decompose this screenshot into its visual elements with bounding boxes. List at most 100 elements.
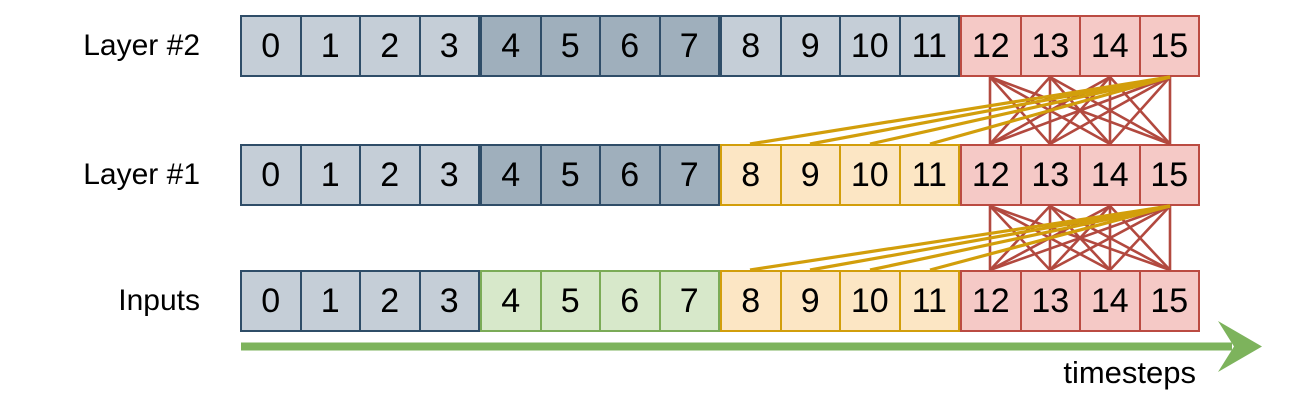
row-label-layer1: Layer #1 — [83, 158, 200, 191]
attention-line — [1049, 76, 1111, 145]
cell-layer1-2: 2 — [359, 146, 419, 204]
cell-layer2-9: 9 — [779, 17, 839, 75]
attention-line — [1109, 76, 1171, 145]
cell-layer1-7: 7 — [658, 146, 718, 204]
attention-line — [989, 75, 1111, 146]
cell-layer2-13: 13 — [1019, 17, 1079, 75]
cell-layer2-3: 3 — [418, 17, 478, 75]
cell-inputs-5: 5 — [539, 272, 599, 330]
cell-layer1-5: 5 — [539, 146, 599, 204]
cell-layer1-14: 14 — [1079, 146, 1139, 204]
cell-inputs-2: 2 — [359, 272, 419, 330]
row-label-layer2: Layer #2 — [83, 29, 200, 62]
cell-inputs-1: 1 — [299, 272, 359, 330]
cell-layer2-6: 6 — [599, 17, 659, 75]
attention-line — [1049, 75, 1171, 146]
timesteps-label: timesteps — [1063, 355, 1196, 390]
attention-line — [869, 204, 1171, 272]
cell-inputs-3: 3 — [418, 272, 478, 330]
cell-inputs-6: 6 — [599, 272, 659, 330]
cell-layer1-9: 9 — [779, 146, 839, 204]
cell-layer2-7: 7 — [658, 17, 718, 75]
cell-layer2-10: 10 — [839, 17, 899, 75]
cell-inputs-14: 14 — [1079, 272, 1139, 330]
attention-line — [989, 204, 1171, 272]
cell-layer1-1: 1 — [299, 146, 359, 204]
cell-layer2-2: 2 — [359, 17, 419, 75]
attention-line — [1049, 204, 1171, 272]
cell-layer1-10: 10 — [839, 146, 899, 204]
attention-line — [1049, 75, 1171, 146]
memory-attention-layer1-layer2 — [749, 75, 1171, 146]
cell-layer1-15: 15 — [1138, 146, 1198, 204]
attention-line — [929, 75, 1171, 146]
cell-layer1-11: 11 — [898, 146, 958, 204]
attention-line — [1049, 205, 1111, 271]
cell-inputs-13: 13 — [1019, 272, 1079, 330]
cell-layer2-4: 4 — [482, 17, 540, 75]
attention-line — [989, 204, 1111, 272]
cell-inputs-7: 7 — [658, 272, 718, 330]
attention-line — [749, 204, 1171, 272]
attention-line — [989, 205, 1051, 271]
cell-layer2-0: 0 — [242, 17, 300, 75]
attention-line — [989, 204, 1111, 272]
attention-line — [989, 75, 1111, 146]
cell-layer1-3: 3 — [418, 146, 478, 204]
attention-line — [929, 204, 1171, 272]
attention-line — [809, 204, 1171, 272]
cell-layer2-15: 15 — [1138, 17, 1198, 75]
attention-line — [989, 75, 1171, 146]
cell-layer1-13: 13 — [1019, 146, 1079, 204]
cell-layer2-14: 14 — [1079, 17, 1139, 75]
attention-line — [989, 75, 1171, 146]
cell-layer2-12: 12 — [962, 17, 1020, 75]
attention-line — [1049, 204, 1171, 272]
row-label-inputs: Inputs — [118, 284, 200, 317]
cell-layer1-6: 6 — [599, 146, 659, 204]
attention-line — [749, 75, 1171, 146]
attention-line — [1109, 205, 1171, 271]
attention-line — [809, 75, 1171, 146]
memory-attention-inputs-layer1 — [749, 204, 1171, 272]
cell-layer1-4: 4 — [482, 146, 540, 204]
attention-line — [989, 205, 1051, 271]
cell-inputs-11: 11 — [898, 272, 958, 330]
attention-line — [1109, 76, 1171, 145]
cell-inputs-4: 4 — [482, 272, 540, 330]
cell-layer2-8: 8 — [722, 17, 780, 75]
cell-inputs-15: 15 — [1138, 272, 1198, 330]
cell-inputs-8: 8 — [722, 272, 780, 330]
attention-line — [989, 76, 1051, 145]
attention-line — [1049, 76, 1111, 145]
cell-layer1-8: 8 — [722, 146, 780, 204]
cell-inputs-10: 10 — [839, 272, 899, 330]
cell-inputs-0: 0 — [242, 272, 300, 330]
timesteps-arrowhead — [1218, 321, 1262, 372]
cell-inputs-12: 12 — [962, 272, 1020, 330]
attention-line — [989, 204, 1171, 272]
attention-line — [869, 75, 1171, 146]
attention-line — [1049, 205, 1111, 271]
cell-inputs-9: 9 — [779, 272, 839, 330]
attention-line — [1109, 205, 1171, 271]
full-attention-layer1-layer2 — [988, 75, 1172, 146]
full-attention-inputs-layer1 — [988, 204, 1172, 272]
cell-layer1-0: 0 — [242, 146, 300, 204]
cell-layer2-1: 1 — [299, 17, 359, 75]
